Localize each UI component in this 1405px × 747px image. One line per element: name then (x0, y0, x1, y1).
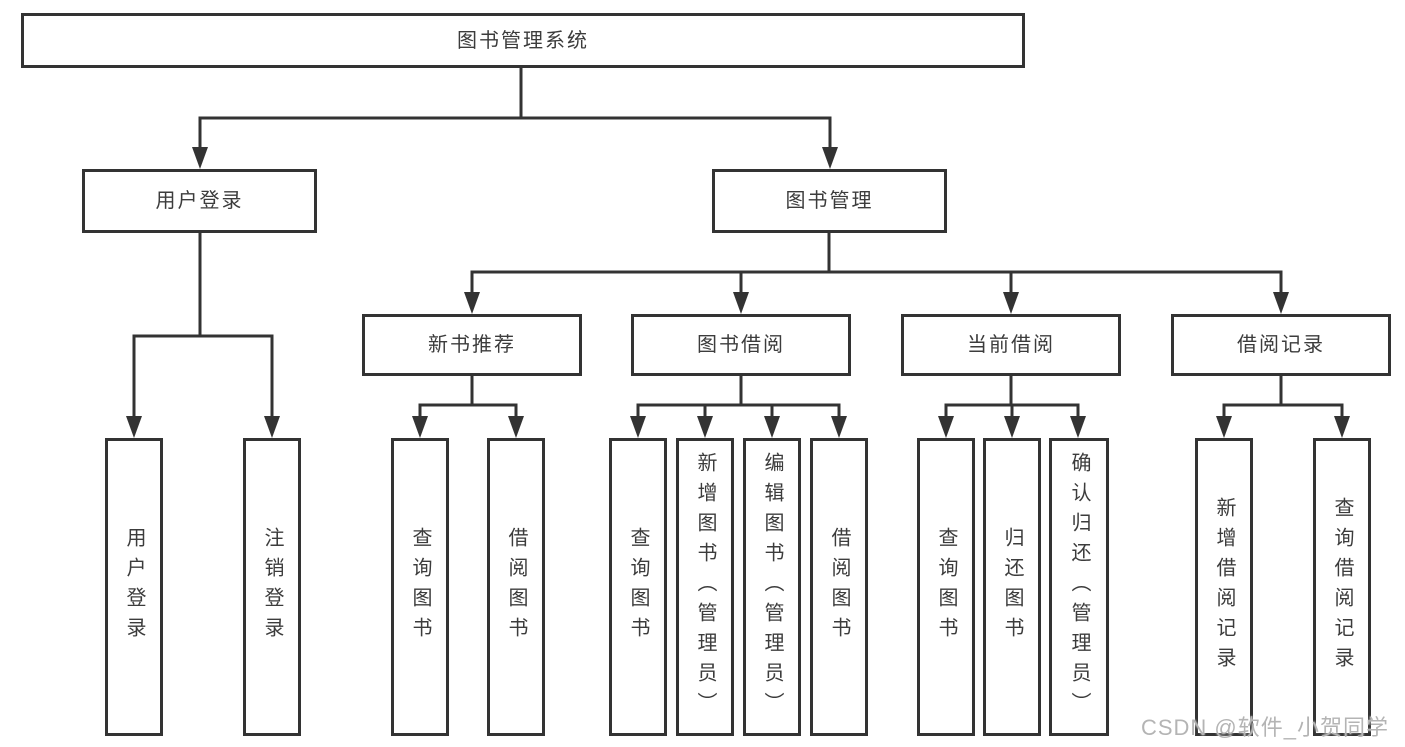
connector-book-management-to-level3 (464, 233, 1289, 314)
leaf-logout: 注销登录 (243, 438, 301, 736)
connector-borrow-records-to-leaves (1216, 376, 1350, 438)
leaf-confirm-return-admin: 确认归还（管理员） (1049, 438, 1109, 736)
node-book-management: 图书管理 (712, 169, 947, 233)
connector-root-to-level2 (192, 68, 838, 169)
leaf-borrow-books: 借阅图书 (810, 438, 868, 736)
leaf-edit-books-admin: 编辑图书（管理员） (743, 438, 801, 736)
leaf-borrow-books-recommend: 借阅图书 (487, 438, 545, 736)
csdn-watermark: CSDN @软件_小贺同学 (1140, 715, 1389, 740)
node-user-login: 用户登录 (82, 169, 317, 233)
node-current-borrow: 当前借阅 (901, 314, 1121, 376)
leaf-query-borrow-record: 查询借阅记录 (1313, 438, 1371, 736)
connector-new-book-to-leaves (412, 376, 524, 438)
leaf-add-borrow-record: 新增借阅记录 (1195, 438, 1253, 736)
node-new-book-recommend: 新书推荐 (362, 314, 582, 376)
node-library-system: 图书管理系统 (21, 13, 1025, 68)
node-book-borrow: 图书借阅 (631, 314, 851, 376)
node-borrow-records: 借阅记录 (1171, 314, 1391, 376)
leaf-query-books-recommend: 查询图书 (391, 438, 449, 736)
leaf-user-login: 用户登录 (105, 438, 163, 736)
connector-book-borrow-to-leaves (630, 376, 847, 438)
leaf-add-books-admin: 新增图书（管理员） (676, 438, 734, 736)
leaf-query-books-borrow: 查询图书 (609, 438, 667, 736)
connector-user-login-to-leaves (126, 233, 280, 438)
connector-current-borrow-to-leaves (938, 376, 1086, 438)
leaf-return-books: 归还图书 (983, 438, 1041, 736)
leaf-query-books-current: 查询图书 (917, 438, 975, 736)
